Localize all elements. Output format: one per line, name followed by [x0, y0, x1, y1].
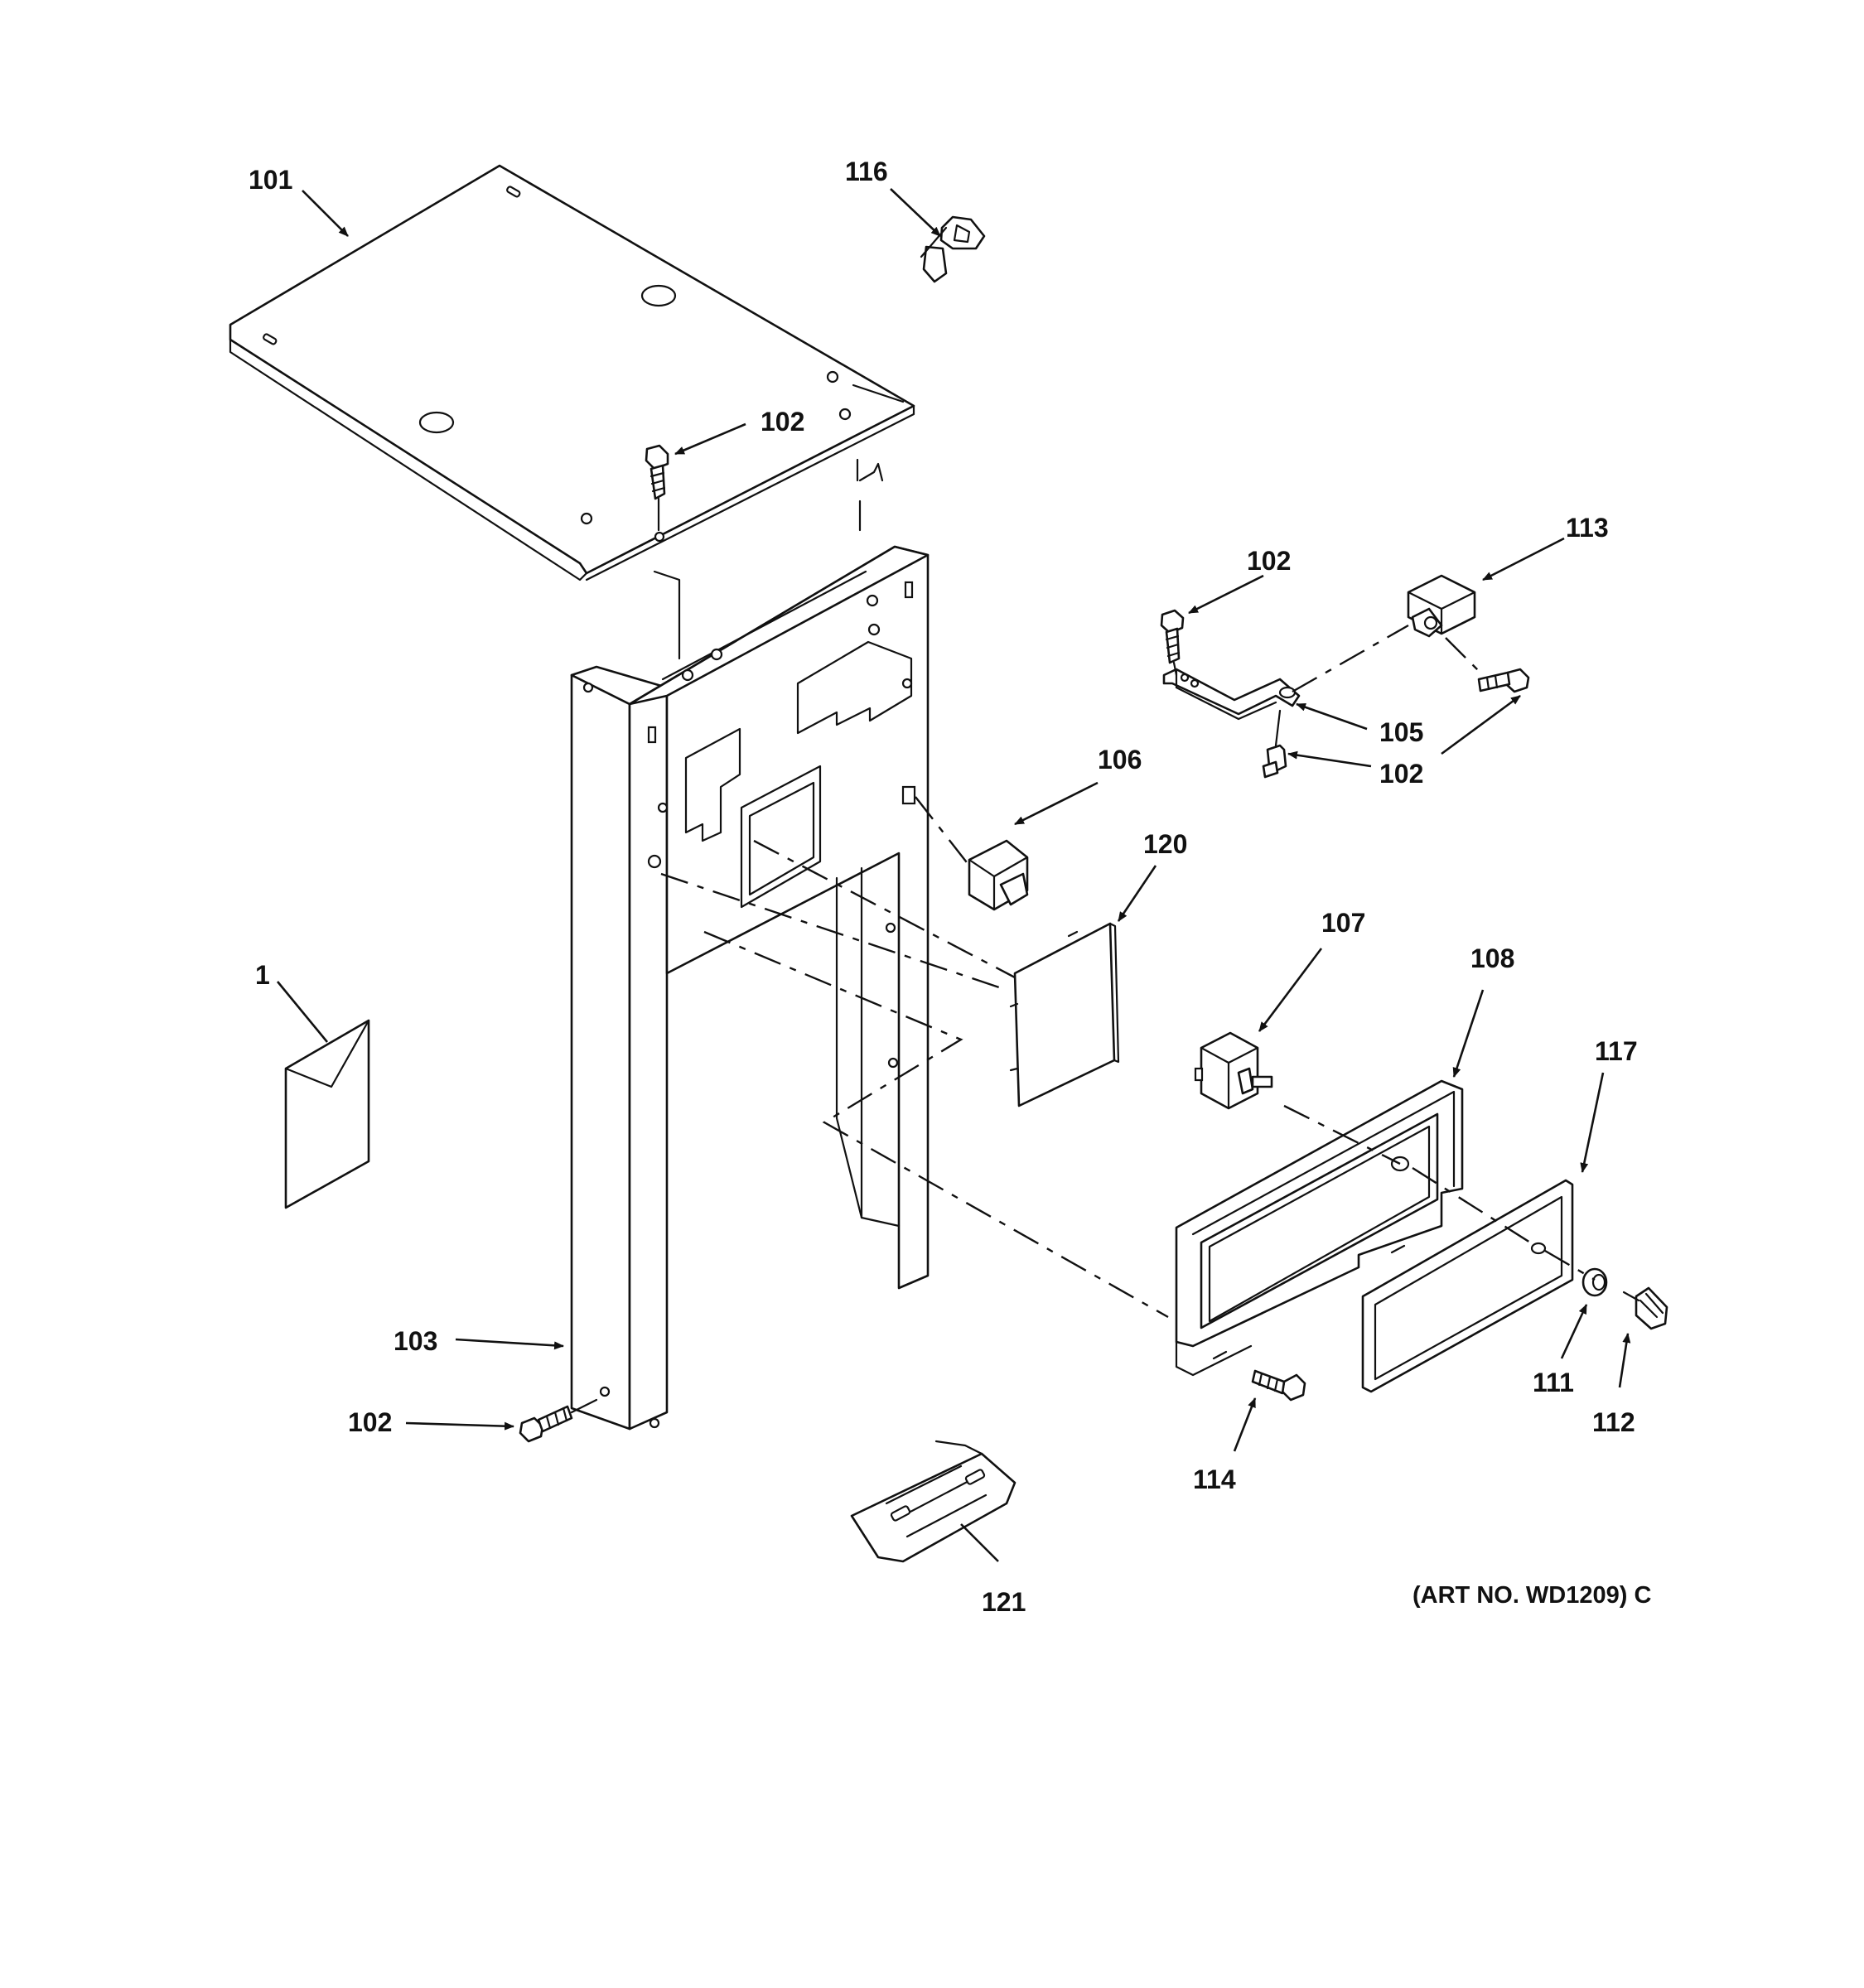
callout-labels: 101 116 102 102 113 105 102 106 120 107 …	[249, 157, 1651, 1617]
callout-121: 121	[982, 1587, 1026, 1617]
art-number: (ART NO. WD1209) C	[1412, 1582, 1651, 1609]
clip-part-116	[920, 215, 986, 283]
callout-108: 108	[1470, 943, 1514, 973]
screw-part-114	[1251, 1369, 1306, 1402]
callout-1: 1	[255, 960, 270, 990]
alignment-lines	[660, 624, 1596, 1319]
callout-120: 120	[1143, 829, 1187, 859]
knob-part-112	[1622, 1286, 1668, 1330]
callout-102-bracket-bottom: 102	[1379, 759, 1423, 789]
screw-part-102-bracket-right	[1477, 668, 1530, 693]
callout-103: 103	[394, 1326, 437, 1356]
top-panel-part-101	[229, 164, 915, 581]
callout-112: 112	[1592, 1407, 1635, 1437]
cover-plate-part-120	[1009, 922, 1120, 1107]
screw-part-102-bracket-bottom	[1262, 709, 1287, 779]
hardware-bag-part-121	[850, 1440, 1017, 1563]
callout-113: 113	[1566, 513, 1609, 543]
screw-part-102-bracket-top	[1160, 609, 1185, 677]
callout-117: 117	[1595, 1036, 1638, 1066]
frame-part-103	[570, 545, 930, 1431]
callout-102-bracket-top: 102	[1247, 546, 1291, 576]
connector-part-113	[1407, 574, 1476, 638]
callout-106: 106	[1098, 745, 1142, 774]
screw-part-102-top	[645, 444, 669, 543]
callout-111: 111	[1533, 1368, 1574, 1397]
rotary-switch-part-107	[1194, 1031, 1273, 1110]
faceplate-part-117	[1361, 1179, 1574, 1393]
switch-part-106	[968, 839, 1029, 911]
callout-101: 101	[249, 165, 292, 195]
callout-116: 116	[845, 157, 888, 186]
envelope-part-1	[284, 1019, 370, 1209]
bushing-part-111	[1582, 1267, 1608, 1297]
control-housing-part-108	[1175, 1079, 1464, 1377]
callout-102-top: 102	[761, 407, 804, 437]
callout-102-bottom: 102	[348, 1407, 392, 1437]
leader-lines	[276, 188, 1631, 1562]
callout-114: 114	[1193, 1464, 1236, 1494]
callout-107: 107	[1321, 908, 1365, 938]
callout-105: 105	[1379, 717, 1423, 747]
bracket-part-105	[1162, 668, 1301, 721]
screw-part-102-bottom	[519, 1398, 598, 1443]
